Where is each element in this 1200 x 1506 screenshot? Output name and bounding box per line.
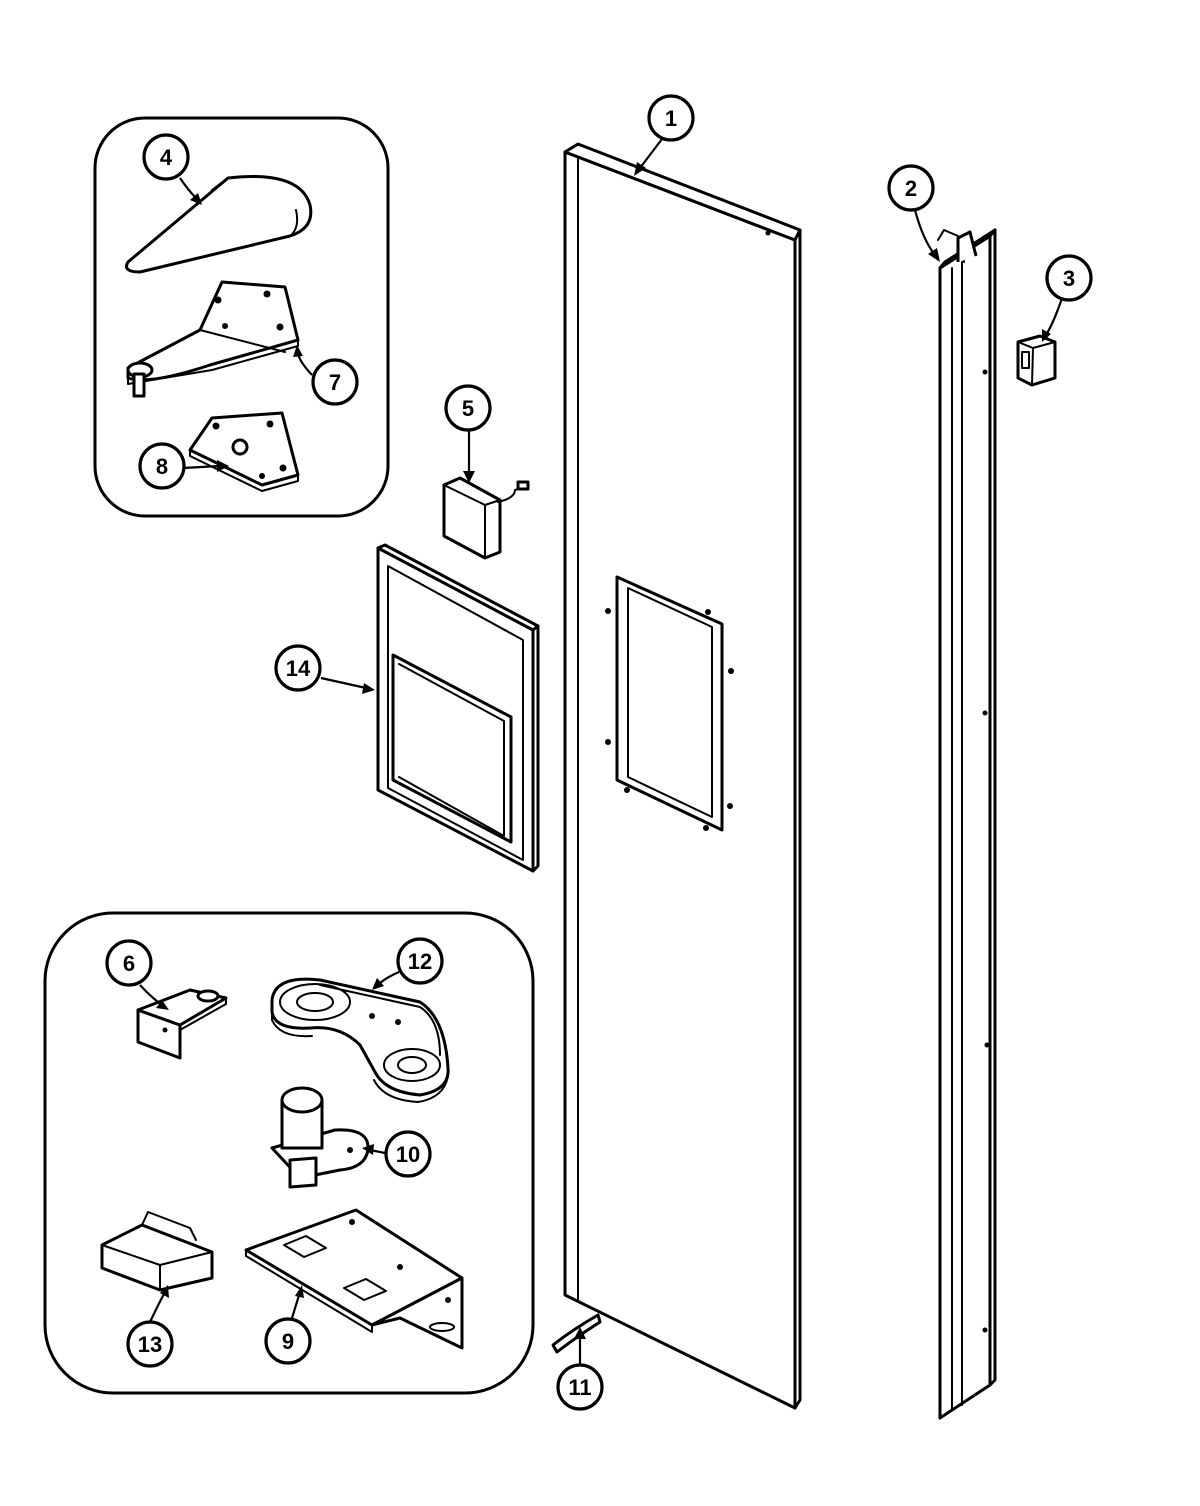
callout-6-label: 6 xyxy=(123,951,135,976)
callout-2: 2 xyxy=(887,164,935,212)
callout-1: 1 xyxy=(647,94,695,142)
callout-4-label: 4 xyxy=(160,145,173,170)
callout-6: 6 xyxy=(105,939,153,987)
callout-13: 13 xyxy=(126,1320,174,1368)
leaders xyxy=(139,138,1064,1365)
group-box-lower xyxy=(43,911,535,1395)
part-8-hinge-shim xyxy=(188,411,300,492)
callout-12-label: 12 xyxy=(408,949,432,974)
part-10-hinge-pin xyxy=(270,1086,370,1189)
callout-9-label: 9 xyxy=(282,1329,294,1354)
callout-3: 3 xyxy=(1045,254,1093,302)
part-7-top-hinge xyxy=(126,280,300,398)
part-5-switch-module xyxy=(442,476,530,560)
callout-5: 5 xyxy=(444,384,492,432)
callout-9: 9 xyxy=(264,1317,312,1365)
callout-11-label: 11 xyxy=(568,1375,591,1400)
callout-13-label: 13 xyxy=(138,1332,162,1357)
callout-14-label: 14 xyxy=(286,656,311,681)
callout-1-label: 1 xyxy=(665,106,677,131)
callout-11: 11 xyxy=(556,1363,604,1411)
part-12-hinge-cam xyxy=(270,977,450,1103)
part-2-door-handle xyxy=(937,228,997,1420)
callout-10-label: 10 xyxy=(396,1142,420,1167)
callout-10: 10 xyxy=(384,1130,432,1178)
callout-4: 4 xyxy=(142,133,190,181)
callout-3-label: 3 xyxy=(1063,266,1075,291)
part-13-bracket-cover xyxy=(100,1211,214,1292)
callout-8: 8 xyxy=(138,442,186,490)
callout-5-label: 5 xyxy=(462,396,474,421)
callout-7-label: 7 xyxy=(329,370,341,395)
callout-8-label: 8 xyxy=(156,454,168,479)
group-box-upper xyxy=(93,116,390,518)
part-14-dispenser-frame xyxy=(376,543,540,873)
part-1-door-panel xyxy=(563,142,802,1410)
part-3-handle-clip xyxy=(1016,334,1057,387)
callout-12: 12 xyxy=(396,937,444,985)
callout-7: 7 xyxy=(311,358,359,406)
part-4-hinge-cover xyxy=(125,175,313,274)
part-9-hinge-bracket xyxy=(244,1208,464,1350)
callout-2-label: 2 xyxy=(905,176,917,201)
part-11-gasket-strip xyxy=(551,1313,602,1354)
part-6-bracket xyxy=(136,988,228,1060)
callout-14: 14 xyxy=(274,644,322,692)
